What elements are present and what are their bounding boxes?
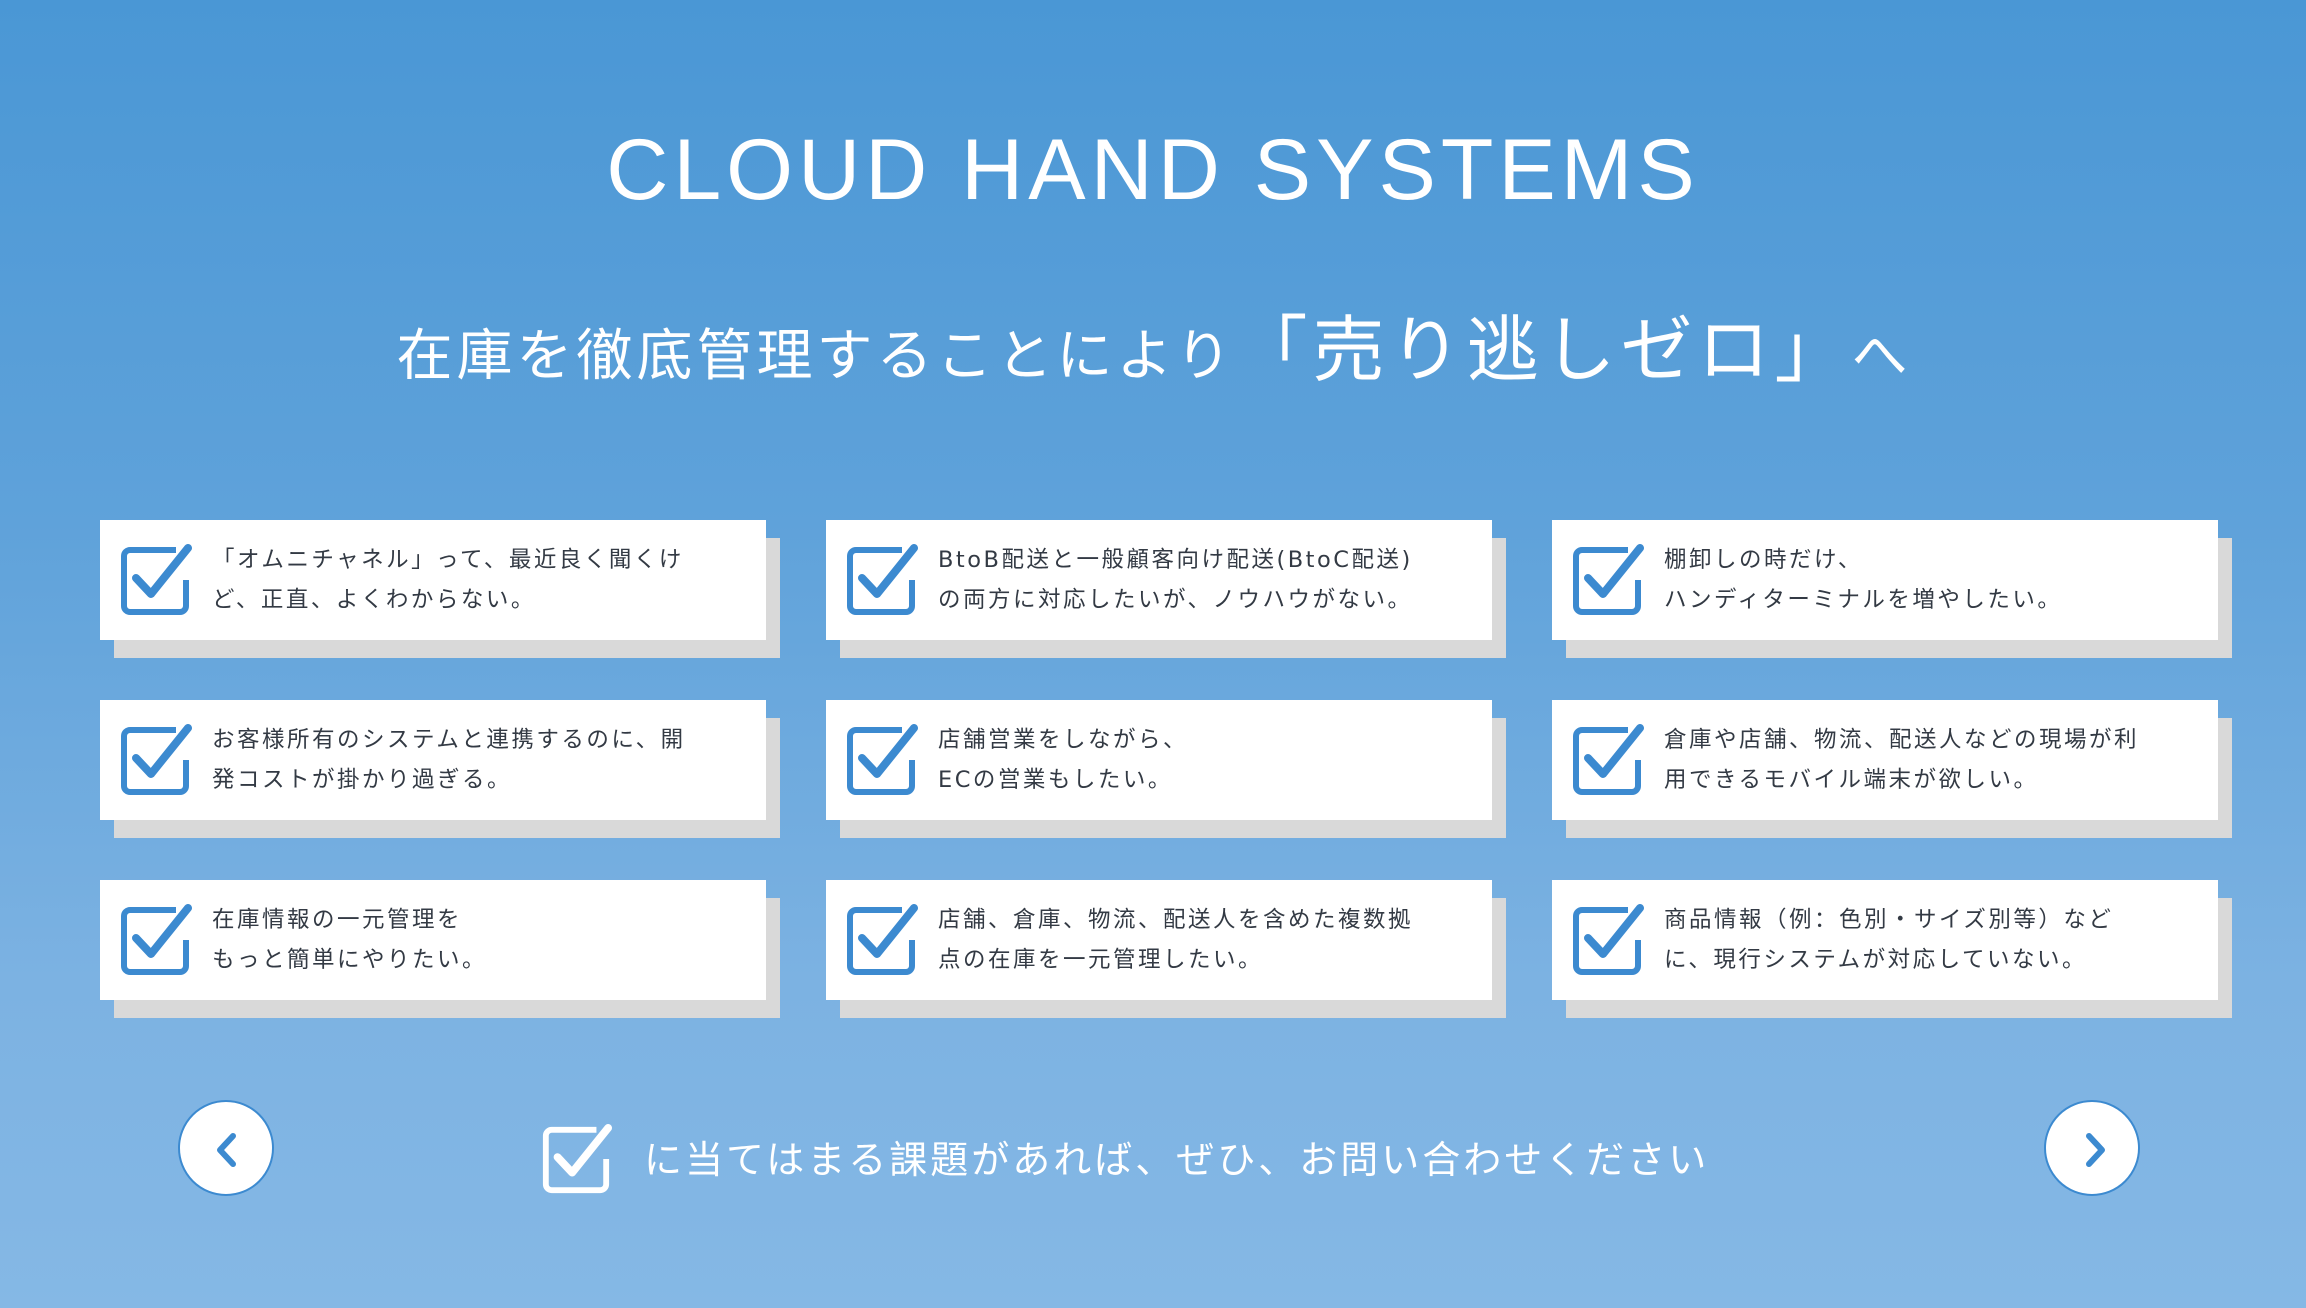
concern-card: 商品情報（例：色別・サイズ別等）など に、現行システムが対応していない。 [1552,880,2232,1018]
card-face: 在庫情報の一元管理を もっと簡単にやりたい。 [100,880,766,1000]
checkbox-checked-icon [121,904,192,975]
card-text-line: 発コストが掛かり過ぎる。 [212,767,513,793]
checkbox-checked-icon [121,724,192,795]
card-text-line: 棚卸しの時だけ、 [1664,547,1863,573]
card-text-line: 倉庫や店舗、物流、配送人などの現場が利 [1664,727,2140,753]
headline-lead: 在庫を徹底管理することにより [396,324,1236,389]
checkbox-checked-icon [847,544,918,615]
card-text: 棚卸しの時だけ、 ハンディターミナルを増やしたい。 [1664,540,2210,620]
card-text: 店舗、倉庫、物流、配送人を含めた複数拠 点の在庫を一元管理したい。 [938,900,1484,980]
headline-emphasis: 「売り逃しゼロ」 [1235,308,1852,392]
concern-card: 「オムニチャネル」って、最近良く聞くけ ど、正直、よくわからない。 [100,520,780,658]
card-text: お客様所有のシステムと連携するのに、開 発コストが掛かり過ぎる。 [212,720,758,800]
checkbox-checked-icon [121,544,192,615]
card-text-line: 用できるモバイル端末が欲しい。 [1664,767,2039,793]
card-text-line: 商品情報（例：色別・サイズ別等）など [1664,907,2114,933]
concern-card: 棚卸しの時だけ、 ハンディターミナルを増やしたい。 [1552,520,2232,658]
card-text: BtoB配送と一般顧客向け配送(BtoC配送) の両方に対応したいが、ノウハウが… [938,540,1484,620]
card-text-line: 店舗営業をしながら、 [938,727,1189,753]
brand-title: CLOUD HAND SYSTEMS [606,122,1700,218]
card-text: 商品情報（例：色別・サイズ別等）など に、現行システムが対応していない。 [1664,900,2210,980]
concern-card: 店舗営業をしながら、 ECの営業もしたい。 [826,700,1506,838]
card-text-line: 点の在庫を一元管理したい。 [938,947,1264,973]
prev-slide-button[interactable] [178,1100,274,1196]
headline-tail: へ [1851,324,1910,389]
card-face: 「オムニチャネル」って、最近良く聞くけ ど、正直、よくわからない。 [100,520,766,640]
card-text-line: に、現行システムが対応していない。 [1664,947,2087,973]
next-slide-button[interactable] [2044,1100,2140,1196]
card-face: 店舗営業をしながら、 ECの営業もしたい。 [826,700,1492,820]
chevron-left-icon [217,1133,236,1167]
checkbox-checked-icon [1573,544,1644,615]
card-face: お客様所有のシステムと連携するのに、開 発コストが掛かり過ぎる。 [100,700,766,820]
checkbox-checked-icon [542,1124,612,1194]
checkbox-checked-icon [847,904,918,975]
card-face: 店舗、倉庫、物流、配送人を含めた複数拠 点の在庫を一元管理したい。 [826,880,1492,1000]
card-text-line: 在庫情報の一元管理を [212,907,463,933]
card-text-line: ど、正直、よくわからない。 [212,587,536,613]
card-face: 棚卸しの時だけ、 ハンディターミナルを増やしたい。 [1552,520,2218,640]
card-face: 倉庫や店舗、物流、配送人などの現場が利 用できるモバイル端末が欲しい。 [1552,700,2218,820]
card-face: 商品情報（例：色別・サイズ別等）など に、現行システムが対応していない。 [1552,880,2218,1000]
concern-card: 店舗、倉庫、物流、配送人を含めた複数拠 点の在庫を一元管理したい。 [826,880,1506,1018]
checkbox-checked-icon [847,724,918,795]
concern-card: お客様所有のシステムと連携するのに、開 発コストが掛かり過ぎる。 [100,700,780,838]
card-face: BtoB配送と一般顧客向け配送(BtoC配送) の両方に対応したいが、ノウハウが… [826,520,1492,640]
card-text-line: お客様所有のシステムと連携するのに、開 [212,727,686,753]
card-text: 店舗営業をしながら、 ECの営業もしたい。 [938,720,1484,800]
card-text-line: もっと簡単にやりたい。 [212,947,488,973]
headline: 在庫を徹底管理することにより「売り逃しゼロ」へ [0,300,2306,420]
card-text-line: 店舗、倉庫、物流、配送人を含めた複数拠 [938,907,1414,933]
card-text: 「オムニチャネル」って、最近良く聞くけ ど、正直、よくわからない。 [212,540,758,620]
concern-card: 在庫情報の一元管理を もっと簡単にやりたい。 [100,880,780,1018]
card-text: 在庫情報の一元管理を もっと簡単にやりたい。 [212,900,758,980]
cta-text: に当てはまる課題があれば、ぜひ、お問い合わせください [644,1138,1710,1182]
chevron-right-icon [2086,1133,2105,1167]
card-text-line: ハンディターミナルを増やしたい。 [1664,587,2063,613]
card-text-line: の両方に対応したいが、ノウハウがない。 [938,587,1413,613]
checkbox-checked-icon [1573,724,1644,795]
concern-card: BtoB配送と一般顧客向け配送(BtoC配送) の両方に対応したいが、ノウハウが… [826,520,1506,658]
card-text-line: ECの営業もしたい。 [938,767,1173,793]
concern-card: 倉庫や店舗、物流、配送人などの現場が利 用できるモバイル端末が欲しい。 [1552,700,2232,838]
card-text-line: BtoB配送と一般顧客向け配送(BtoC配送) [938,547,1413,573]
checkbox-checked-icon [1573,904,1644,975]
card-text-line: 「オムニチャネル」って、最近良く聞くけ [212,547,684,573]
card-text: 倉庫や店舗、物流、配送人などの現場が利 用できるモバイル端末が欲しい。 [1664,720,2210,800]
